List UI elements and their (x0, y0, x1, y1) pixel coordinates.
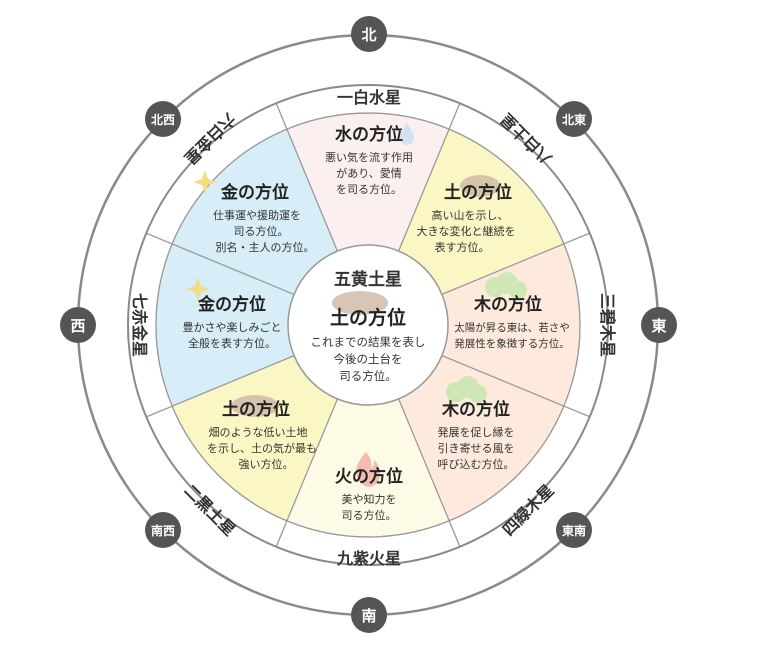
southwest-line-1: 畑のような低い土地 (209, 426, 308, 439)
southwest-line-3: 強い方位。 (239, 457, 294, 471)
center-line-2: 今後の土台を (334, 352, 403, 366)
north-line-2: があり、愛情 (336, 166, 402, 180)
earth-mound-icon (332, 291, 388, 315)
flame-icon (356, 452, 380, 487)
sparkle-icon (186, 277, 210, 301)
direction-badge-southwest: 南西 (145, 512, 181, 548)
water-drop-icon (400, 123, 414, 145)
tree-icon (485, 272, 527, 299)
direction-badge-east: 東 (641, 307, 677, 343)
wheel-border (127, 84, 609, 566)
direction-badge-north: 北 (351, 16, 387, 52)
north-line-1: 悪い気を流す作用 (325, 150, 413, 164)
west-line-2: 全般を表す方位。 (188, 336, 276, 350)
direction-label-north: 北 (361, 26, 376, 44)
east-star-label: 三碧木星 (598, 293, 617, 357)
south-heading: 火の方位 (335, 466, 403, 487)
northeast-line-2: 大きな変化と継続を (417, 224, 516, 238)
northeast-heading: 土の方位 (444, 182, 512, 203)
center-line-1: これまでの結果を表し (311, 335, 426, 349)
northwest-line-2: 司る方位。 (234, 224, 289, 238)
star-band-border (155, 112, 581, 538)
southeast-line-1: 発展を促し縁を (438, 425, 515, 439)
east-line-2: 発展性を象徴する方位。 (454, 337, 570, 350)
tree-icon (446, 376, 487, 403)
south-star-label: 九紫火星 (336, 549, 401, 568)
mountain-icon (460, 175, 500, 197)
southeast-line-3: 呼び込む方位。 (438, 457, 515, 471)
east-line-1: 太陽が昇る東は、若さや (454, 321, 570, 334)
northwest-line-3: 別名・主人の方位。 (216, 240, 315, 254)
direction-badge-west: 西 (60, 307, 96, 343)
northeast-line-1: 高い山を示し、 (432, 208, 509, 222)
direction-badge-southeast: 東南 (556, 512, 592, 548)
direction-label-northwest: 北西 (151, 112, 175, 127)
direction-label-northeast: 北東 (562, 112, 586, 127)
direction-badge-northeast: 北東 (556, 101, 592, 137)
sparkle-icon (193, 170, 217, 194)
south-line-1: 美や知力を (342, 492, 397, 506)
sector-wedges (127, 84, 609, 566)
direction-label-south: 南 (361, 607, 376, 625)
north-star-label: 一白水星 (337, 88, 401, 107)
east-heading: 木の方位 (473, 294, 542, 315)
southeast-line-2: 引き寄せる風を (438, 441, 515, 455)
northwest-heading: 金の方位 (220, 182, 289, 203)
center-circle (287, 244, 449, 406)
field-icon (231, 395, 279, 417)
north-heading: 水の方位 (335, 124, 403, 145)
west-heading: 金の方位 (197, 294, 266, 315)
center-heading: 土の方位 (330, 306, 406, 329)
southwest-heading: 土の方位 (222, 399, 290, 420)
direction-label-west: 西 (70, 317, 85, 335)
center-star-label: 五黄土星 (334, 269, 402, 290)
direction-badge-northwest: 北西 (145, 101, 181, 137)
center-line-3: 司る方位。 (339, 369, 397, 383)
direction-label-southeast: 東南 (562, 523, 586, 538)
west-star-label: 七赤金星 (130, 293, 149, 357)
southwest-line-2: を示し、土の気が最も (207, 441, 317, 455)
north-line-3: を司る方位。 (336, 182, 402, 196)
southeast-heading: 木の方位 (441, 399, 510, 420)
northwest-line-1: 仕事運や援助運を (213, 208, 301, 222)
direction-label-east: 東 (651, 317, 666, 335)
northeast-line-3: 表す方位。 (435, 240, 490, 254)
direction-badge-south: 南 (351, 597, 387, 633)
direction-label-southwest: 南西 (151, 523, 175, 538)
west-line-1: 豊かさや楽しみごと (183, 320, 282, 334)
south-line-2: 司る方位。 (342, 508, 397, 522)
